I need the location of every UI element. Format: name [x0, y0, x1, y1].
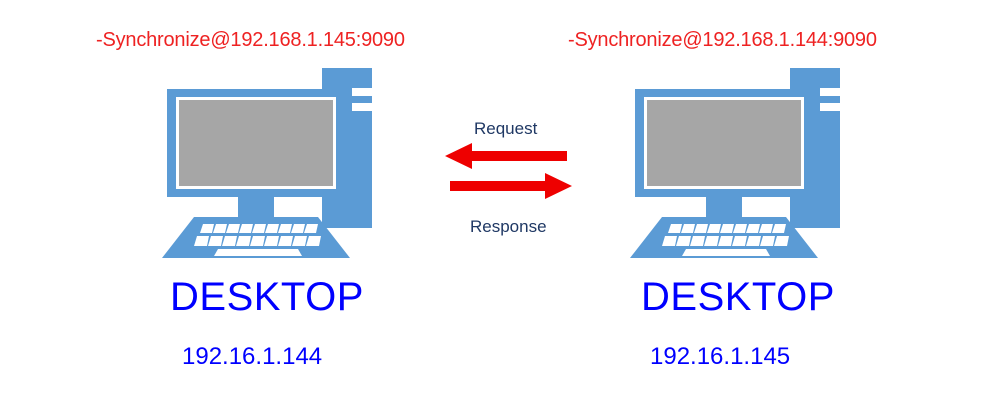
desktop-computer-icon-left [152, 62, 377, 262]
flow-label-request: Request [474, 119, 538, 138]
computer-monitor-icon [167, 89, 345, 197]
sync-label-left: -Synchronize@192.168.1.145:9090 [96, 29, 405, 51]
node-ip-left: 192.16.1.144 [182, 343, 323, 370]
computer-monitor-icon [635, 89, 813, 197]
sync-label-right: -Synchronize@192.168.1.144:9090 [568, 29, 877, 51]
node-name-left: DESKTOP [170, 275, 364, 319]
node-ip-right: 192.16.1.145 [650, 343, 791, 370]
desktop-computer-icon-right [620, 62, 845, 262]
computer-keyboard-icon [162, 217, 350, 258]
arrow-right-icon [440, 172, 580, 205]
flow-label-response: Response [470, 217, 547, 236]
arrow-left-icon [440, 142, 580, 175]
computer-keyboard-icon [630, 217, 818, 258]
node-name-right: DESKTOP [641, 275, 835, 319]
